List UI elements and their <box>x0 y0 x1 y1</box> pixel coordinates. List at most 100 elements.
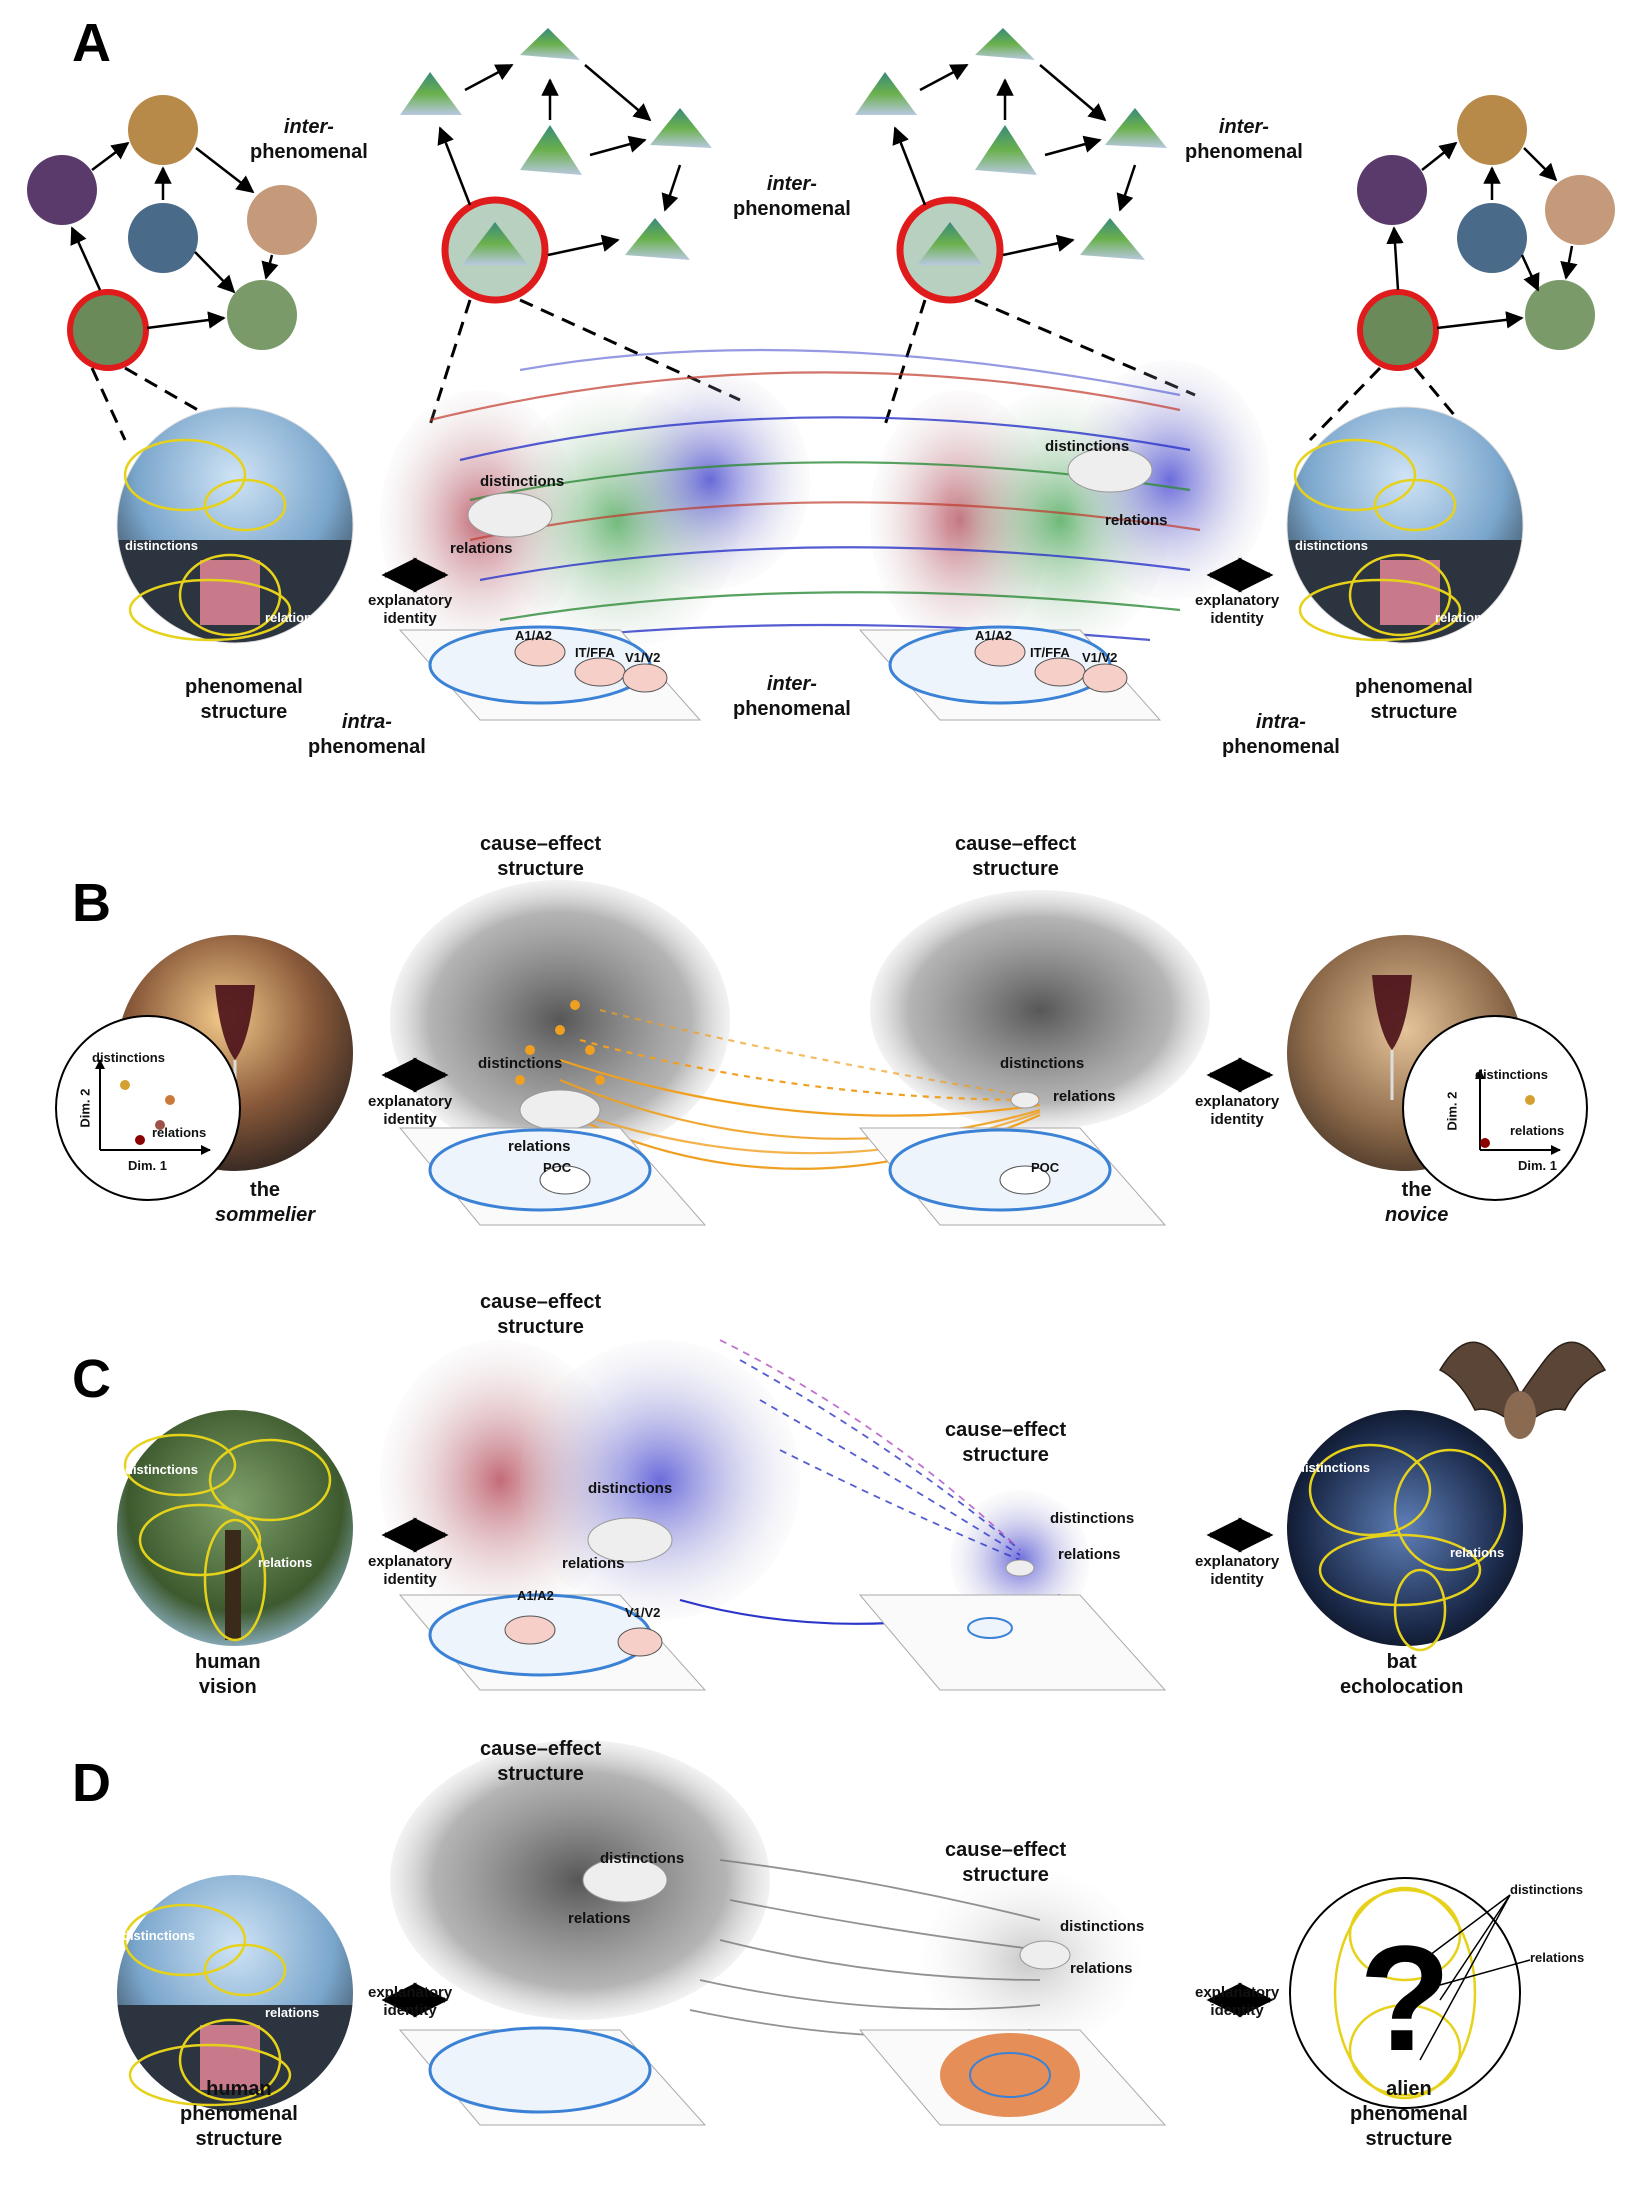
label-line: identity <box>1210 610 1264 627</box>
inter-prefix: inter- <box>1218 116 1269 138</box>
brain-region-label: IT/FFA <box>1030 645 1070 660</box>
label-line: structure <box>497 1316 584 1338</box>
relations-label: relations <box>265 610 320 625</box>
panel-b <box>55 880 1588 1226</box>
panel-letter-c: C <box>72 1349 111 1409</box>
caption-line: phenomenal <box>180 2103 298 2125</box>
landscape-node <box>1105 108 1167 148</box>
phenomenal-word: phenomenal <box>308 736 426 758</box>
ces-label: cause–effect structure <box>945 1418 1066 1468</box>
brain-a-left <box>398 625 702 721</box>
bat-echolocation-caption: bat echolocation <box>1340 1650 1463 1700</box>
panel-d: ? <box>117 1740 1531 2126</box>
landscape-graph-left <box>400 28 712 304</box>
landscape-node <box>462 222 528 265</box>
label-line: explanatory <box>368 1553 453 1570</box>
substrate-d-right <box>858 2029 1167 2126</box>
novice-caption: the novice <box>1385 1178 1448 1228</box>
landscape-node <box>520 28 580 60</box>
inter-phenomenal-label: inter- phenomenal <box>733 672 851 722</box>
ces-cloud-a-right <box>870 360 1270 650</box>
label-line: structure <box>962 1864 1049 1886</box>
phenomenal-word: phenomenal <box>1185 141 1303 163</box>
brain-d-left <box>398 2026 707 2126</box>
caption-line: vision <box>198 1676 257 1698</box>
image-outline <box>1286 406 1524 644</box>
brain-region-label: A1/A2 <box>975 628 1012 643</box>
explanatory-identity-label: explanatory identity <box>1195 1093 1279 1129</box>
label-line: identity <box>1210 2002 1264 2019</box>
bat-icon <box>1438 1341 1607 1439</box>
distinction-ellipses <box>1293 438 1462 642</box>
relations-label: relations <box>1053 1088 1116 1105</box>
caption-line: the <box>1401 1179 1432 1201</box>
alien-phenomenal-caption: alien phenomenal structure <box>1350 2077 1468 2152</box>
caption-line: structure <box>1365 2128 1453 2150</box>
label-line: identity <box>383 610 437 627</box>
relations-label: relations <box>1450 1545 1505 1560</box>
sommelier-caption: the sommelier <box>215 1178 315 1228</box>
distinction-inset <box>1067 447 1153 493</box>
intra-prefix: intra- <box>1255 711 1306 733</box>
distinctions-label: distinctions <box>478 1055 563 1072</box>
relations-label: relations <box>568 1910 631 1927</box>
phenomenal-word: phenomenal <box>250 141 368 163</box>
human-phenomenal-caption: human phenomenal structure <box>180 2077 298 2152</box>
phenomenal-structure-label: phenomenal structure <box>185 675 303 725</box>
label-line: identity <box>1210 1571 1264 1588</box>
caption-line: phenomenal <box>1350 2103 1468 2125</box>
distinction-inset <box>1010 1091 1040 1109</box>
label-line: cause–effect <box>480 1738 602 1760</box>
distinctions-label: distinctions <box>122 1928 195 1943</box>
ces-cloud-b-right <box>870 890 1210 1130</box>
intra-prefix: intra- <box>341 711 392 733</box>
relations-label: relations <box>1530 1950 1585 1965</box>
photo-node <box>1357 155 1427 225</box>
landscape-node <box>917 222 983 265</box>
label-line: cause–effect <box>945 1419 1067 1441</box>
dim2-label: Dim. 2 <box>77 1088 93 1128</box>
photo-graph-right <box>1357 95 1615 371</box>
phenomenal-word: phenomenal <box>733 698 851 720</box>
label-line: identity <box>1210 1111 1264 1128</box>
dim1-label: Dim. 1 <box>1518 1158 1558 1173</box>
landscape-node <box>650 108 712 148</box>
phenomenal-word: phenomenal <box>1222 736 1340 758</box>
inter-prefix: inter- <box>766 173 817 195</box>
label-line: explanatory <box>1195 1553 1280 1570</box>
distinctions-label: distinctions <box>1060 1918 1145 1935</box>
relations-label: relations <box>450 540 513 557</box>
explanatory-identity-label: explanatory identity <box>368 592 452 628</box>
distinctions-label: distinctions <box>1510 1882 1583 1897</box>
caption-line: structure <box>200 701 288 723</box>
landscape-graph-right <box>855 28 1167 304</box>
photo-node <box>227 280 297 350</box>
intra-phenomenal-label: intra- phenomenal <box>308 710 426 760</box>
relations-label: relations <box>1070 1960 1133 1977</box>
landscape-node <box>400 72 462 115</box>
label-line: explanatory <box>368 592 453 609</box>
panel-a <box>27 28 1615 721</box>
distinction-inset <box>587 1517 673 1563</box>
caption-line: bat <box>1386 1651 1417 1673</box>
intra-phenomenal-label: intra- phenomenal <box>1222 710 1340 760</box>
distinctions-label: distinctions <box>480 473 565 490</box>
highlight-ring <box>1357 289 1439 371</box>
panel-letter-d: D <box>72 1753 111 1813</box>
ces-cloud-b-left <box>390 880 730 1160</box>
photo-node <box>1457 203 1527 273</box>
caption-line: sommelier <box>215 1204 316 1226</box>
relations-label: relations <box>1435 610 1490 625</box>
distinctions-label: distinctions <box>1475 1067 1548 1082</box>
brain-a-right <box>858 625 1162 721</box>
dim-axes <box>95 1059 211 1155</box>
inter-prefix: inter- <box>283 116 334 138</box>
poc-label: POC <box>543 1160 572 1175</box>
panel-letter-a: A <box>72 13 111 73</box>
distinction-ellipses <box>123 1903 292 2107</box>
relations-label: relations <box>265 2005 320 2020</box>
label-line: explanatory <box>368 1093 453 1110</box>
label-line: identity <box>383 2002 437 2019</box>
